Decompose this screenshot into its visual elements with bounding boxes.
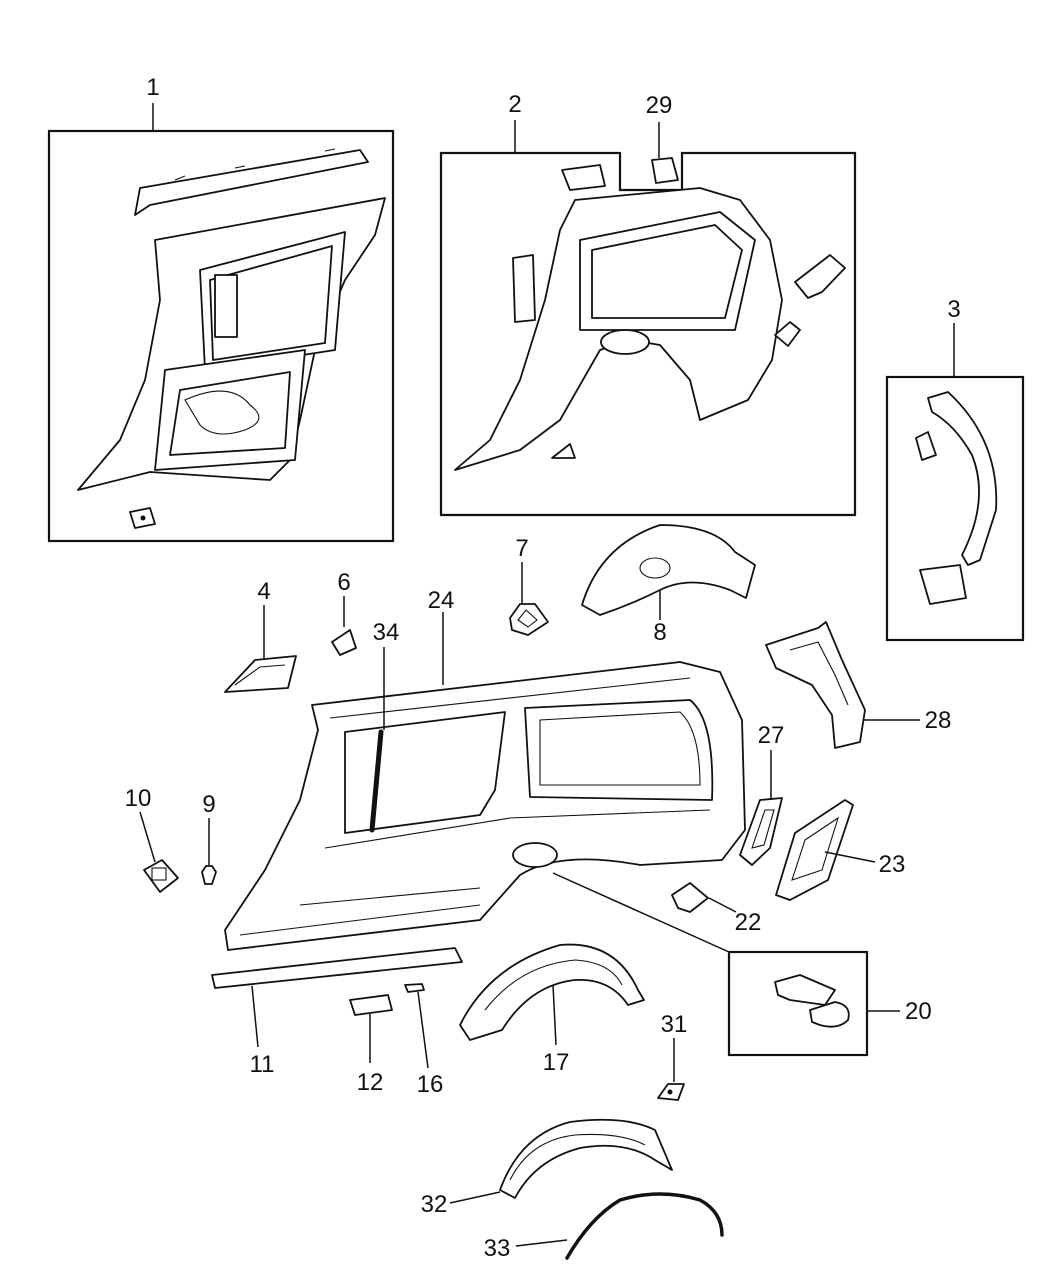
sill-11: 11: [211, 947, 463, 1078]
liner-32: 32: [421, 1118, 673, 1218]
callout-31: 31: [661, 1011, 688, 1038]
part-12: 12: [349, 994, 393, 1096]
callout-17: 17: [543, 1049, 570, 1076]
callout-27: 27: [758, 722, 785, 749]
callout-33: 33: [484, 1235, 511, 1262]
part-16: 16: [404, 983, 444, 1098]
seal-33: 33: [484, 1192, 724, 1262]
part-10: 10: [125, 785, 179, 893]
callout-8: 8: [653, 619, 666, 646]
part-7: 7: [509, 535, 549, 636]
part-4: 4: [224, 578, 297, 693]
callout-28: 28: [925, 707, 952, 734]
wheelhouse-17: 17: [459, 943, 645, 1076]
seal-34: 34: [369, 619, 400, 833]
callout-23: 23: [879, 851, 906, 878]
callout-6: 6: [337, 569, 350, 596]
part-6: 6: [331, 569, 357, 656]
part-22: 22: [671, 882, 762, 936]
callout-1: 1: [146, 74, 159, 101]
part-28: 28: [765, 621, 952, 749]
callout-4: 4: [257, 578, 270, 605]
callout-2: 2: [508, 91, 521, 118]
callout-16: 16: [417, 1071, 444, 1098]
callout-29: 29: [646, 92, 673, 119]
callout-7: 7: [515, 535, 528, 562]
callout-24: 24: [428, 587, 455, 614]
assembly-box-3: 3: [885, 296, 1025, 642]
callout-34: 34: [373, 619, 400, 646]
callout-20: 20: [905, 998, 932, 1025]
part-31: 31: [657, 1011, 688, 1101]
callout-11: 11: [250, 1051, 275, 1078]
part-23: 23: [775, 799, 906, 901]
assembly-box-1: 1: [47, 74, 395, 543]
assembly-box-20: 20: [552, 872, 932, 1057]
callout-10: 10: [125, 785, 152, 812]
part-9: 9: [201, 791, 217, 885]
quarter-panel-24: 24: [224, 587, 746, 951]
callout-12: 12: [357, 1069, 384, 1096]
callout-22: 22: [735, 909, 762, 936]
part-8: 8: [581, 524, 756, 646]
callout-3: 3: [947, 296, 960, 323]
assembly-box-2: 2 29: [439, 91, 857, 517]
callout-32: 32: [421, 1191, 448, 1218]
callout-9: 9: [202, 791, 215, 818]
part-27: 27: [739, 722, 785, 866]
